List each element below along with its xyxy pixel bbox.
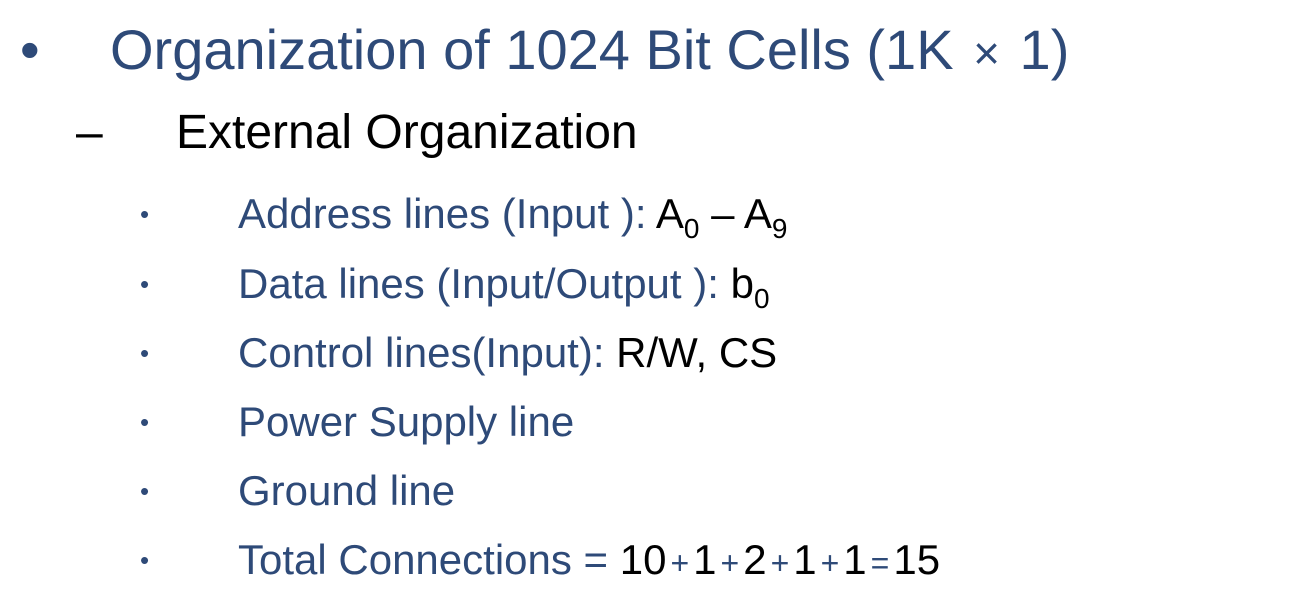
total-connections-label: Total Connections = bbox=[238, 536, 609, 583]
item-bullet-address: • bbox=[140, 199, 150, 229]
list-item-total-connections: Total Connections = 10+1+2+1+1=15 bbox=[238, 536, 941, 583]
data-line-value: b0 bbox=[730, 260, 770, 314]
item-bullet-power: • bbox=[140, 407, 150, 437]
subheading-text: External Organization bbox=[176, 106, 638, 159]
item-bullet-ground: • bbox=[140, 476, 150, 506]
address-lines-label: Address lines (Input ): bbox=[238, 190, 647, 237]
list-item-ground-line: Ground line bbox=[238, 467, 456, 514]
control-lines-value: R/W, CS bbox=[616, 329, 778, 376]
title-bullet: • bbox=[20, 18, 40, 81]
item-bullet-control: • bbox=[140, 338, 150, 368]
item-bullet-data: • bbox=[140, 269, 150, 299]
item-bullet-total: • bbox=[140, 545, 150, 575]
control-lines-label: Control lines(Input): bbox=[238, 329, 605, 376]
title-text-before: Organization of 1024 Bit Cells (1K bbox=[110, 18, 970, 81]
title-line: Organization of 1024 Bit Cells (1K × 1) bbox=[110, 12, 1069, 91]
list-item-power-supply: Power Supply line bbox=[238, 398, 575, 445]
list-item-address-lines: Address lines (Input ): A0 – A9 bbox=[238, 186, 788, 244]
total-value: 15 bbox=[893, 536, 941, 583]
title-text-after: 1) bbox=[1004, 18, 1070, 81]
data-lines-label: Data lines (Input/Output ): bbox=[238, 260, 719, 307]
list-item-data-lines: Data lines (Input/Output ): b0 bbox=[238, 256, 770, 314]
times-symbol: × bbox=[973, 27, 1000, 79]
list-item-control-lines: Control lines(Input): R/W, CS bbox=[238, 325, 777, 381]
subheading-dash: – bbox=[76, 106, 103, 159]
address-range: A0 – A9 bbox=[655, 190, 788, 244]
